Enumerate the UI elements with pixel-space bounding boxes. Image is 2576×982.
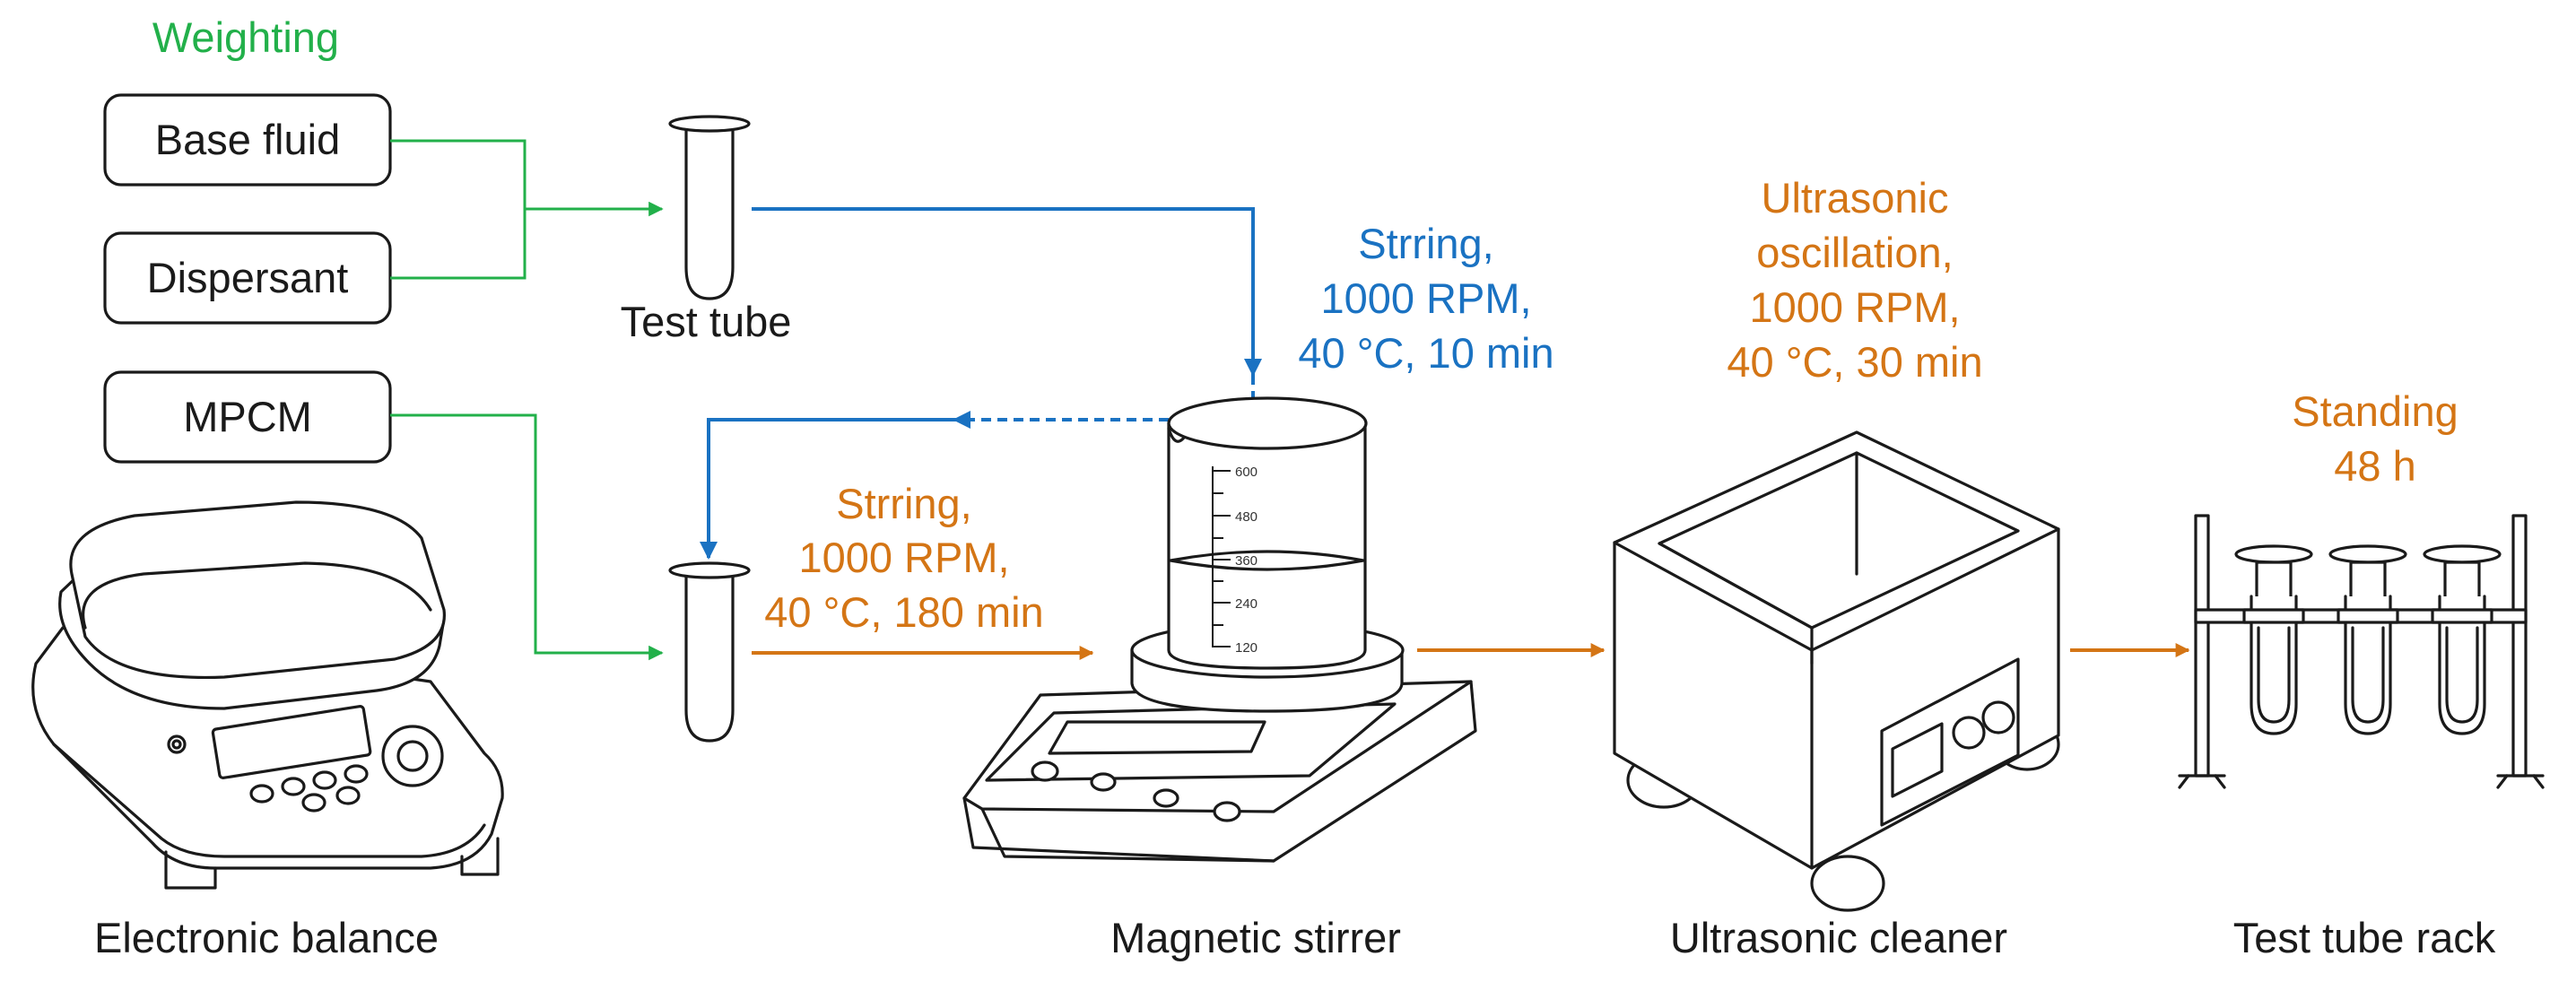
test-tube-rack-icon xyxy=(2178,514,2545,789)
ultrasonic-cleaner-icon xyxy=(1613,430,2060,912)
blue-flow xyxy=(700,207,1262,560)
ultrasonic-line-3: 1000 RPM, xyxy=(1749,283,1960,331)
test-tube-icon xyxy=(668,115,751,300)
stir-long-line-2: 1000 RPM, xyxy=(798,534,1009,581)
connector-base-fluid xyxy=(390,139,527,209)
electronic-balance-label: Electronic balance xyxy=(94,914,439,961)
rack-tube-2 xyxy=(2328,544,2407,735)
standing-line-1: Standing xyxy=(2292,387,2459,435)
ultrasonic-line-2: oscillation, xyxy=(1756,229,1953,276)
ultrasonic-line-4: 40 °C, 30 min xyxy=(1727,338,1982,386)
beaker-scale-120: 120 xyxy=(1235,640,1258,656)
ultrasonic-line-1: Ultrasonic xyxy=(1762,174,1949,222)
box-label-base-fluid: Base fluid xyxy=(155,116,340,163)
step-stir-long: Strring, 1000 RPM, 40 °C, 180 min xyxy=(764,480,1043,636)
stir-short-line-1: Strring, xyxy=(1358,220,1494,267)
test-tube-label: Test tube xyxy=(621,298,792,345)
beaker-scale-240: 240 xyxy=(1235,596,1258,612)
step-ultrasonic: Ultrasonic oscillation, 1000 RPM, 40 °C,… xyxy=(1727,174,1982,386)
test-tube-icon xyxy=(668,561,751,743)
standing-line-2: 48 h xyxy=(2334,442,2415,490)
box-label-mpcm: MPCM xyxy=(183,393,312,440)
arrow-mpcm-to-test-tube xyxy=(390,413,664,661)
step-standing: Standing 48 h xyxy=(2292,387,2459,490)
magnetic-stirrer-label: Magnetic stirrer xyxy=(1110,914,1401,961)
rack-tube-3 xyxy=(2423,544,2502,735)
beaker-icon: 600 480 360 240 120 xyxy=(1167,396,1368,670)
beaker-scale-600: 600 xyxy=(1235,465,1258,480)
stir-long-line-3: 40 °C, 180 min xyxy=(764,588,1043,636)
beaker-ticks xyxy=(1213,470,1231,647)
stir-short-line-3: 40 °C, 10 min xyxy=(1298,329,1553,377)
beaker-scale-360: 360 xyxy=(1235,553,1258,569)
step-stir-short: Strring, 1000 RPM, 40 °C, 10 min xyxy=(1298,220,1553,377)
arrow-tube-to-beaker xyxy=(752,207,1262,377)
green-connectors xyxy=(390,139,664,661)
arrow-beaker-return-dashed xyxy=(953,375,1255,429)
ultrasonic-cleaner-label: Ultrasonic cleaner xyxy=(1670,914,2007,961)
stir-long-line-1: Strring, xyxy=(836,480,972,527)
weighting-title: Weighting xyxy=(152,13,339,61)
orange-flow xyxy=(752,643,2190,660)
test-tube-rack-label: Test tube rack xyxy=(2233,914,2496,961)
weighting-box-base-fluid: Base fluid xyxy=(103,93,392,187)
beaker-scale-480: 480 xyxy=(1235,509,1258,525)
connector-dispersant xyxy=(390,209,527,280)
stir-short-line-2: 1000 RPM, xyxy=(1320,274,1531,322)
weighting-box-mpcm: MPCM xyxy=(103,370,392,464)
arrow-return-to-lower-tube xyxy=(700,418,954,560)
box-label-dispersant: Dispersant xyxy=(147,254,349,301)
electronic-balance-icon xyxy=(31,500,504,890)
rack-tube-1 xyxy=(2234,544,2313,735)
weighting-box-dispersant: Dispersant xyxy=(103,231,392,325)
